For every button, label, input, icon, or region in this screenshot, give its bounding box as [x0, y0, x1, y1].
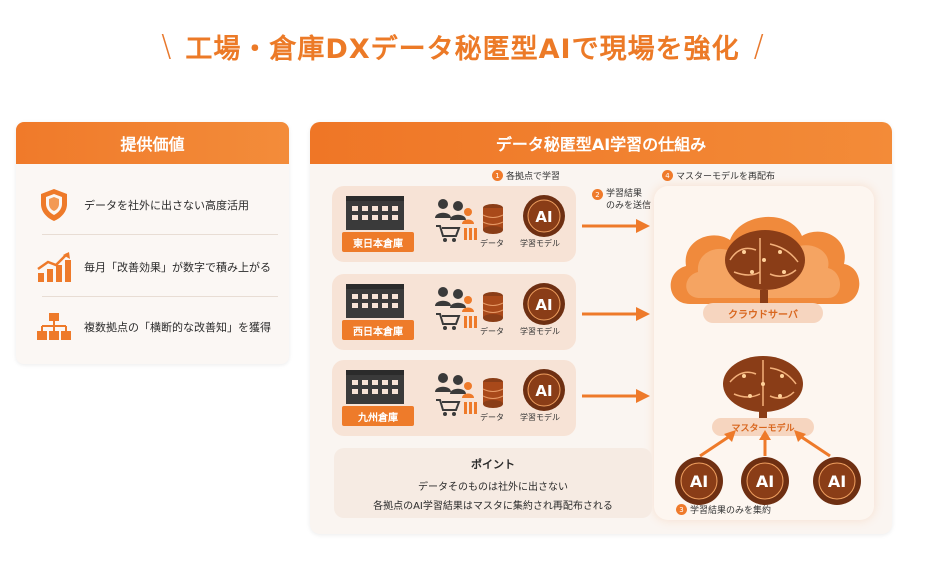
warehouse-icon [346, 370, 404, 404]
warehouse-icon [346, 284, 404, 318]
site-west-japan: 西日本倉庫 データ AI 学習モデル [332, 274, 576, 350]
site-name-label: 九州倉庫 [342, 406, 414, 426]
value-item-label: 複数拠点の「横断的な改善知」を獲得 [84, 321, 271, 334]
aggregate-arrows [699, 430, 831, 458]
step-number-badge: 2 [592, 189, 603, 200]
site-east-japan: 東日本倉庫 データ AI 学習モデル [332, 186, 576, 262]
workers-cart-icon [435, 373, 477, 416]
warehouse-icon [346, 196, 404, 230]
database-icon [482, 378, 504, 408]
step-3-text: 学習結果のみを集約 [690, 506, 772, 516]
step-1-label: 1 各拠点で学習 [492, 169, 560, 182]
ai-text: AI [756, 472, 774, 491]
data-label: データ [480, 413, 504, 422]
value-item-knowledge: 複数拠点の「横断的な改善知」を獲得 [34, 302, 274, 352]
value-item-data-privacy: データを社外に出さない高度活用 [34, 180, 274, 230]
site-name-label: 東日本倉庫 [342, 232, 414, 252]
send-arrow-3 [582, 389, 650, 403]
step-2-text: 学習結果 のみを送信 [606, 189, 652, 211]
ai-text: AI [535, 296, 552, 314]
growth-chart-icon [34, 247, 74, 287]
database-icon [482, 204, 504, 234]
step-3-label: 3 学習結果のみを集約 [676, 503, 771, 516]
workers-cart-icon [435, 287, 477, 330]
divider [42, 234, 278, 235]
ai-node-icon: AI [813, 457, 861, 505]
data-label: データ [480, 327, 504, 336]
value-item-improvement: 毎月「改善効果」が数字で積み上がる [34, 242, 274, 292]
master-model-label: マスターモデル [712, 418, 814, 436]
cloud-brain-icon [670, 216, 860, 304]
step-number-badge: 3 [676, 504, 687, 515]
send-arrow-2 [582, 307, 650, 321]
model-label: 学習モデル [520, 327, 560, 336]
ai-text: AI [535, 208, 552, 226]
ai-text: AI [828, 472, 846, 491]
point-line-1: データそのものは社外に出さない [418, 482, 568, 493]
step-number-badge: 1 [492, 170, 503, 181]
model-label: 学習モデル [520, 413, 560, 422]
point-line-2: 各拠点のAI学習結果はマスタに集約され再配布される [373, 501, 613, 512]
ai-model-icon: AI [523, 195, 565, 237]
workers-cart-icon [435, 199, 477, 242]
shield-icon [34, 185, 74, 225]
mechanism-heading: データ秘匿型AI学習の仕組み [310, 122, 892, 164]
data-label: データ [480, 239, 504, 248]
title-slash-left: \ [161, 28, 172, 64]
ai-text: AI [690, 472, 708, 491]
step-1-text: 各拠点で学習 [506, 172, 561, 182]
database-icon [482, 292, 504, 322]
step-number-badge: 4 [662, 170, 673, 181]
title-slash-right: / [753, 28, 764, 64]
hierarchy-icon [34, 307, 74, 347]
point-title: ポイント [471, 458, 515, 471]
point-box: ポイント データそのものは社外に出さない 各拠点のAI学習結果はマスタに集約され… [334, 448, 652, 518]
value-item-label: 毎月「改善効果」が数字で積み上がる [84, 261, 271, 274]
step-2-label: 2 学習結果 のみを送信 [592, 188, 651, 212]
divider [42, 296, 278, 297]
page-title: \ 工場・倉庫DXデータ秘匿型AIで現場を強化 / [0, 26, 925, 66]
ai-model-icon: AI [523, 369, 565, 411]
model-label: 学習モデル [520, 239, 560, 248]
ai-text: AI [535, 382, 552, 400]
value-card: 提供価値 データを社外に出さない高度活用 毎月「改善効果」が数字で積み上がる [16, 122, 289, 364]
ai-node-icon: AI [675, 457, 723, 505]
step-4-text: マスターモデルを再配布 [676, 172, 776, 182]
send-arrow-1 [582, 219, 650, 233]
mechanism-panel: データ秘匿型AI学習の仕組み 1 各拠点で学習 2 学習結果 のみを送信 4 マ… [310, 122, 892, 534]
cloud-server-label: クラウドサーバ [703, 303, 823, 323]
site-name-label: 西日本倉庫 [342, 320, 414, 340]
ai-model-icon: AI [523, 283, 565, 325]
master-brain-icon [723, 356, 803, 418]
title-text: 工場・倉庫DXデータ秘匿型AIで現場を強化 [185, 33, 740, 65]
ai-node-icon: AI [741, 457, 789, 505]
step-4-label: 4 マスターモデルを再配布 [662, 169, 775, 182]
value-card-heading: 提供価値 [16, 122, 289, 164]
site-kyushu: 九州倉庫 データ AI 学習モデル [332, 360, 576, 436]
value-item-label: データを社外に出さない高度活用 [84, 199, 249, 212]
